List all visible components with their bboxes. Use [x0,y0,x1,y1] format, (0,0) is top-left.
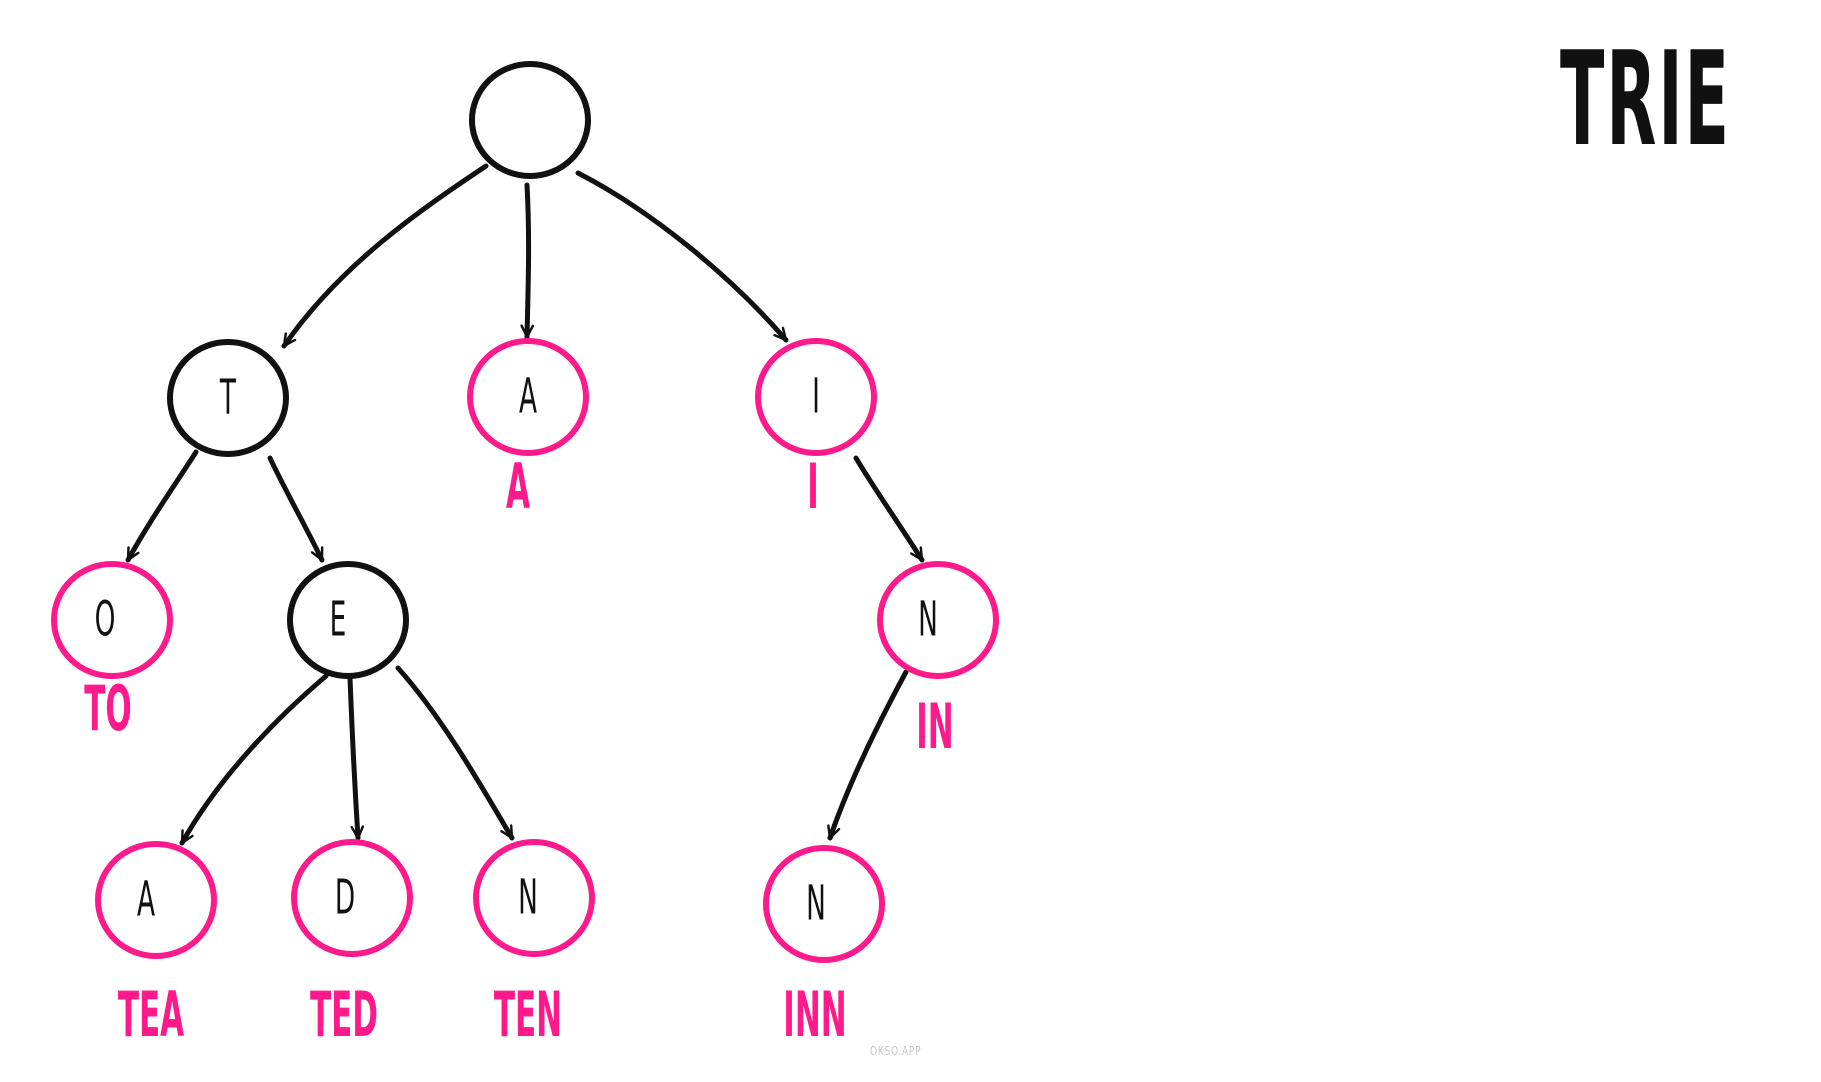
nodes-layer: T A A I I O TO E N IN A TE [51,61,999,1051]
node-circle [763,845,885,963]
diagram-title: TRIE [1560,23,1731,175]
edge-root-a [520,182,535,340]
edge-i-n1 [853,455,925,563]
word-label: TO [84,673,131,745]
node-circle [755,338,877,456]
node-circle [877,561,999,679]
trie-node-nn: N INN [763,845,885,1051]
node-circle [473,839,595,957]
node-letter: A [137,872,155,928]
edge-n1-nn [827,669,909,841]
edge-t-e [267,455,325,563]
node-circle [51,561,173,679]
node-circle [95,841,217,959]
edge-e-ed [347,675,365,841]
node-letter: A [519,369,537,425]
edge-t-o [125,449,199,563]
trie-node-ea: A TEA [95,841,217,1051]
trie-node-root [469,61,591,179]
trie-node-o: O TO [51,561,173,745]
edge-e-ea [179,673,329,846]
word-label: TEN [494,979,562,1051]
node-circle [291,839,413,957]
edges-layer [125,163,925,846]
edge-root-t [281,163,489,349]
edge-root-i [575,170,789,343]
word-label: IN [916,691,953,763]
node-letter: E [330,592,347,648]
node-letter: O [95,592,116,648]
trie-node-a: A A [467,338,589,523]
word-label: TED [310,979,378,1051]
node-circle [469,61,591,179]
node-circle [287,561,409,679]
node-letter: D [335,870,355,926]
watermark: OKSO.APP [870,1044,922,1058]
node-letter: I [812,369,820,425]
node-letter: N [518,870,538,926]
trie-node-n1: N IN [877,561,999,763]
word-label: I [807,451,819,523]
node-letter: T [219,370,236,426]
node-letter: N [806,876,826,932]
word-label: TEA [118,979,184,1051]
edge-e-en [395,665,515,841]
trie-node-e: E [287,561,409,679]
trie-node-t: T [167,339,289,457]
node-circle [167,339,289,457]
word-label: INN [783,979,846,1051]
node-letter: N [918,592,938,648]
trie-node-i: I I [755,338,877,523]
word-label: A [506,451,530,523]
trie-node-ed: D TED [291,839,413,1051]
node-circle [467,338,589,456]
trie-node-en: N TEN [473,839,595,1051]
